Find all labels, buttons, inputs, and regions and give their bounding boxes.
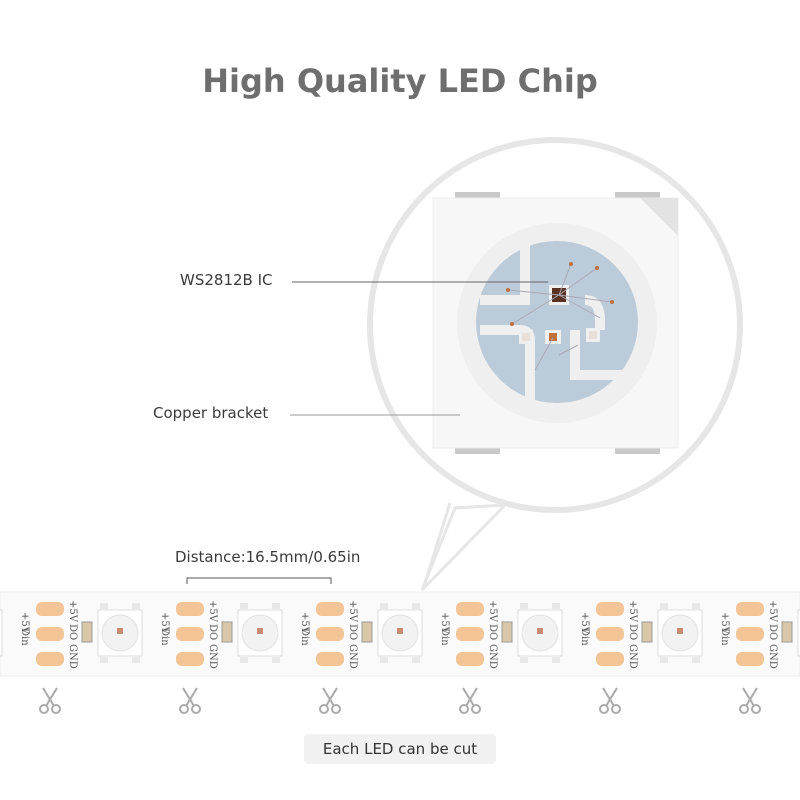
capacitor: [641, 621, 653, 643]
scissors-icon: [739, 687, 761, 714]
pad-label-do: DO: [67, 624, 78, 640]
pad-label-din: Din: [439, 628, 450, 646]
capacitor: [221, 621, 233, 643]
pad-label-din: Din: [579, 628, 590, 646]
pad-label-5v-right: +5V: [627, 600, 638, 623]
page-title: High Quality LED Chip: [202, 62, 598, 100]
pad-label-din: Din: [719, 628, 730, 646]
scissors-icon: [39, 687, 61, 714]
scissors-icon: [319, 687, 341, 714]
pad-label-din: Din: [159, 628, 170, 646]
scissors-icon: [599, 687, 621, 714]
ic-label: WS2812B IC: [180, 271, 273, 289]
led-strip: +5VDin+5VDOGND+5VDin+5VDOGND+5VDin+5VDOG…: [0, 591, 800, 677]
capacitor: [361, 621, 373, 643]
pad-label-gnd: GND: [767, 644, 778, 669]
led-chip-closeup: [432, 192, 679, 454]
scissors-icon: [459, 687, 481, 714]
pad-label-5v-left: +5V: [299, 612, 310, 635]
scissors-icon: [179, 687, 201, 714]
pad-label-5v-right: +5V: [487, 600, 498, 623]
pad-label-do: DO: [487, 624, 498, 640]
capacitor: [781, 621, 793, 643]
copper-bracket-label: Copper bracket: [153, 404, 269, 422]
pad-label-5v-left: +5V: [439, 612, 450, 635]
capacitor: [81, 621, 93, 643]
pad-label-do: DO: [347, 624, 358, 640]
pad-label-5v-left: +5V: [159, 612, 170, 635]
pad-label-din: Din: [299, 628, 310, 646]
pad-label-gnd: GND: [347, 644, 358, 669]
led-package: [0, 609, 3, 657]
pad-label-5v-left: +5V: [19, 612, 30, 635]
capacitor: [501, 621, 513, 643]
pad-label-gnd: GND: [207, 644, 218, 669]
pad-label-do: DO: [627, 624, 638, 640]
pad-label-5v-right: +5V: [767, 600, 778, 623]
pad-label-din: Din: [19, 628, 30, 646]
pad-label-gnd: GND: [487, 644, 498, 669]
pad-label-gnd: GND: [627, 644, 638, 669]
pad-label-5v-left: +5V: [719, 612, 730, 635]
pad-label-do: DO: [207, 624, 218, 640]
pad-label-5v-right: +5V: [347, 600, 358, 623]
pad-label-5v-right: +5V: [207, 600, 218, 623]
distance-label: Distance:16.5mm/0.65in: [175, 548, 361, 566]
distance-bracket: [186, 577, 332, 584]
cut-note-badge: Each LED can be cut: [304, 734, 496, 764]
pad-label-gnd: GND: [67, 644, 78, 669]
pad-label-do: DO: [767, 624, 778, 640]
pad-label-5v-left: +5V: [579, 612, 590, 635]
led-package: [797, 609, 800, 657]
pad-label-5v-right: +5V: [67, 600, 78, 623]
